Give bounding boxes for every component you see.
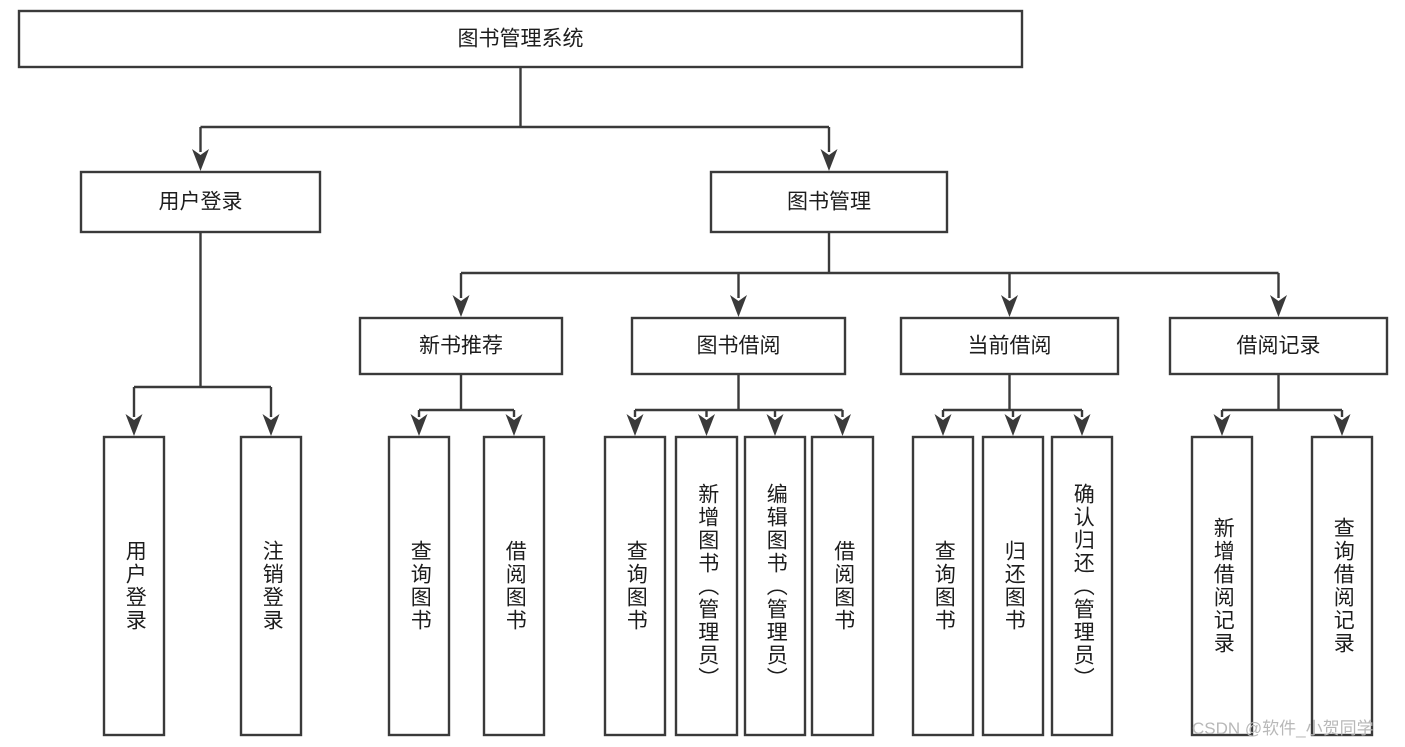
connectors-layer — [125, 67, 1351, 436]
node-box-root[interactable] — [17, 9, 1024, 69]
node-box-borrow-record[interactable] — [1168, 316, 1389, 376]
node-box-new-book-rec[interactable] — [358, 316, 564, 376]
node-box-leaf-rec-borrow[interactable] — [482, 435, 546, 737]
node-box-leaf-user-login[interactable] — [102, 435, 166, 737]
arrow-head-icon — [410, 414, 428, 436]
node-box-leaf-user-logout[interactable] — [239, 435, 303, 737]
csdn-watermark: CSDN @软件_小贺同学 — [1192, 719, 1374, 738]
node-box-leaf-cur-confirm[interactable] — [1050, 435, 1114, 737]
node-label-book-borrow: 图书借阅 — [697, 335, 781, 358]
arrow-head-icon — [820, 149, 838, 171]
node-label-new-book-rec: 新书推荐 — [419, 335, 503, 358]
arrow-head-icon — [262, 414, 280, 436]
node-box-leaf-rec-add[interactable] — [1190, 435, 1254, 737]
arrow-head-icon — [1213, 414, 1231, 436]
node-box-leaf-borrow-lend[interactable] — [810, 435, 875, 737]
node-label-current-borrow: 当前借阅 — [968, 335, 1052, 358]
arrow-head-icon — [626, 414, 644, 436]
arrow-head-icon — [1270, 295, 1287, 317]
node-box-leaf-rec-query2[interactable] — [1310, 435, 1374, 737]
arrow-head-icon — [698, 414, 715, 436]
arrow-head-icon — [730, 295, 747, 317]
arrow-head-icon — [192, 149, 209, 171]
arrow-head-icon — [505, 414, 523, 436]
node-box-book-borrow[interactable] — [630, 316, 847, 376]
nodes-layer — [17, 9, 1389, 737]
node-label-user-login: 用户登录 — [159, 191, 243, 214]
arrow-head-icon — [125, 414, 143, 436]
node-box-leaf-cur-query[interactable] — [911, 435, 975, 737]
node-box-leaf-rec-query[interactable] — [387, 435, 451, 737]
node-label-borrow-record: 借阅记录 — [1237, 335, 1321, 358]
arrow-head-icon — [1004, 414, 1022, 436]
node-box-book-manage[interactable] — [709, 170, 949, 234]
arrow-head-icon — [1001, 295, 1018, 317]
arrow-head-icon — [452, 295, 470, 317]
arrow-head-icon — [1333, 414, 1351, 436]
node-label-root: 图书管理系统 — [458, 28, 584, 51]
node-label-book-manage: 图书管理 — [787, 191, 871, 214]
arrow-head-icon — [766, 414, 784, 436]
arrow-head-icon — [934, 414, 952, 436]
arrow-head-icon — [834, 414, 851, 436]
node-box-user-login[interactable] — [79, 170, 322, 234]
node-box-leaf-cur-return[interactable] — [981, 435, 1045, 737]
arrow-head-icon — [1073, 414, 1091, 436]
node-box-current-borrow[interactable] — [899, 316, 1120, 376]
node-box-leaf-borrow-query[interactable] — [603, 435, 667, 737]
node-box-leaf-borrow-edit[interactable] — [743, 435, 807, 737]
node-box-leaf-borrow-add[interactable] — [674, 435, 739, 737]
